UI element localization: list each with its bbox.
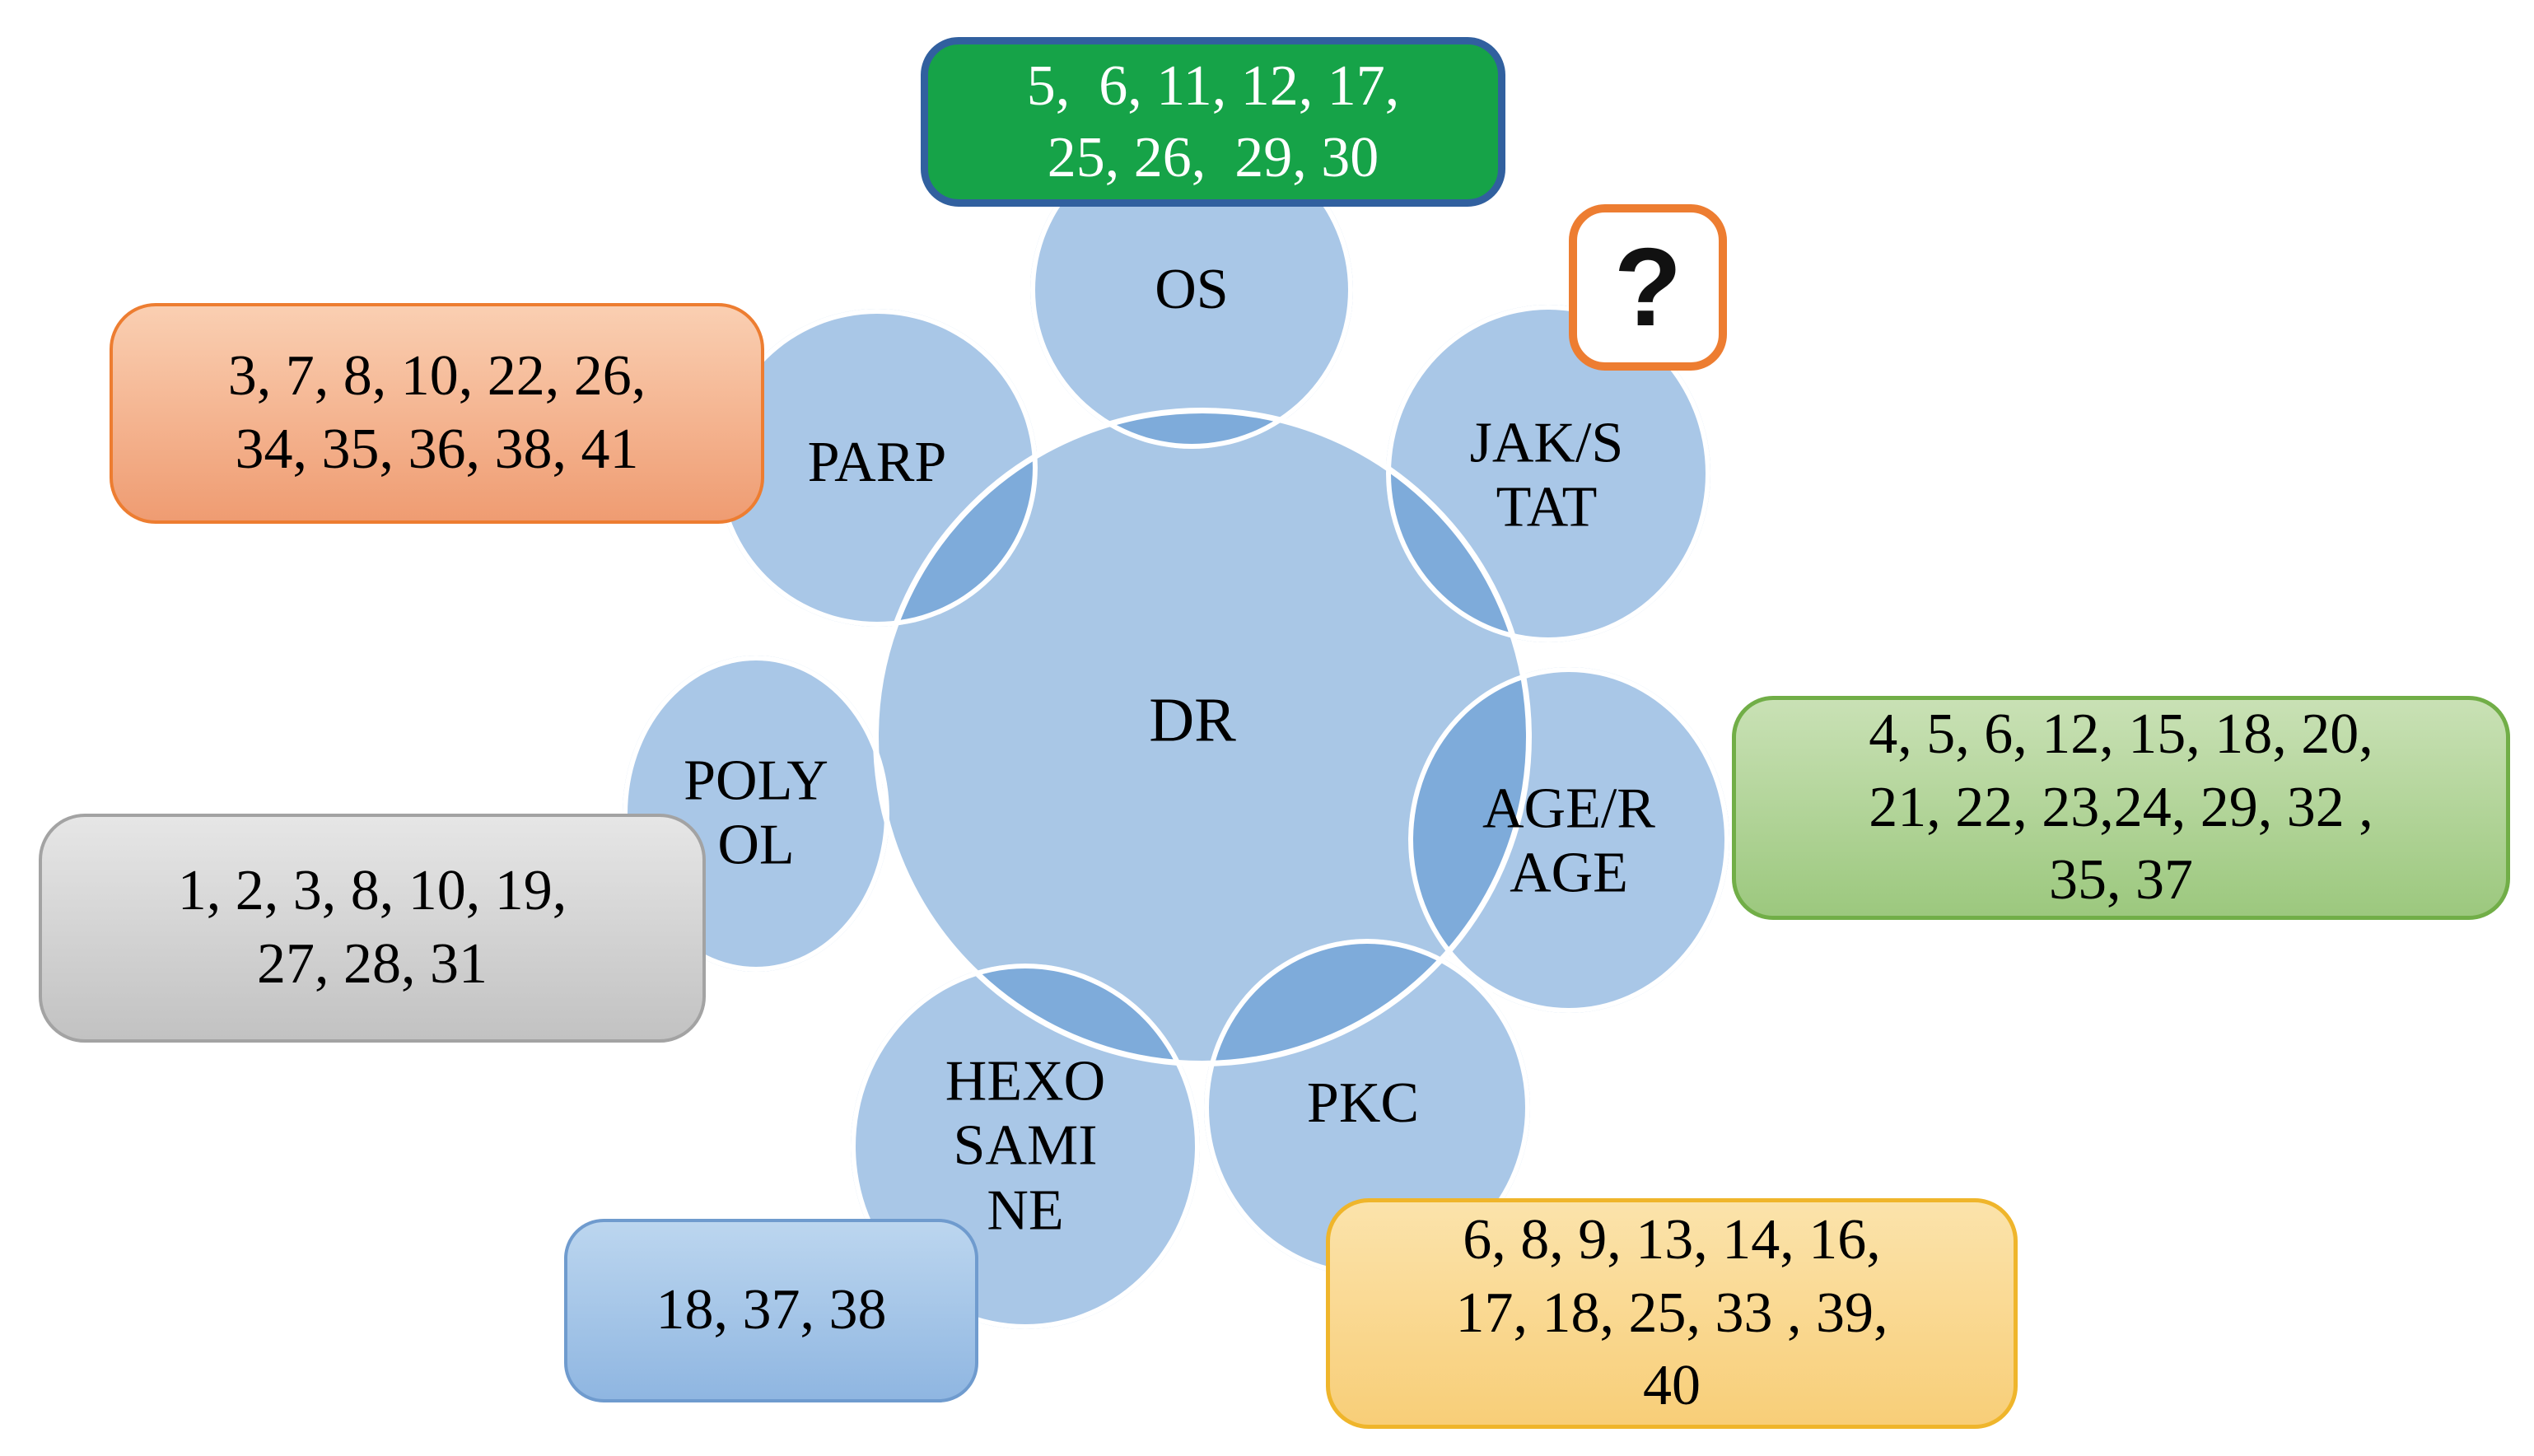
- age-rage-circle-ring: [1408, 667, 1729, 1013]
- os-label: OS: [1155, 257, 1229, 321]
- pkc-references-box: 6, 8, 9, 13, 14, 16, 17, 18, 25, 33 , 39…: [1326, 1198, 2018, 1429]
- os-references-box: 5, 6, 11, 12, 17, 25, 26, 29, 30: [921, 37, 1505, 207]
- age-rage-label: AGE/R AGE: [1482, 777, 1655, 905]
- hexosamine-circle-ring: [851, 964, 1200, 1329]
- polyol-label: POLY OL: [684, 749, 828, 877]
- age-rage-references-box: 4, 5, 6, 12, 15, 18, 20, 21, 22, 23,24, …: [1732, 696, 2510, 920]
- jak-stat-circle-ring: [1386, 305, 1710, 642]
- hexosamine-label: HEXO SAMI NE: [945, 1049, 1106, 1243]
- jak-stat-unknown-references-box: ?: [1569, 204, 1727, 371]
- jak-stat-label: JAK/S TAT: [1469, 411, 1624, 539]
- polyol-references-box: 1, 2, 3, 8, 10, 19, 27, 28, 31: [39, 814, 706, 1043]
- hexosamine-references-box: 18, 37, 38: [564, 1219, 978, 1402]
- pkc-label: PKC: [1306, 1071, 1420, 1135]
- parp-references-box: 3, 7, 8, 10, 22, 26, 34, 35, 36, 38, 41: [110, 303, 764, 524]
- dr-label: DR: [1149, 685, 1236, 755]
- parp-label: PARP: [807, 430, 947, 494]
